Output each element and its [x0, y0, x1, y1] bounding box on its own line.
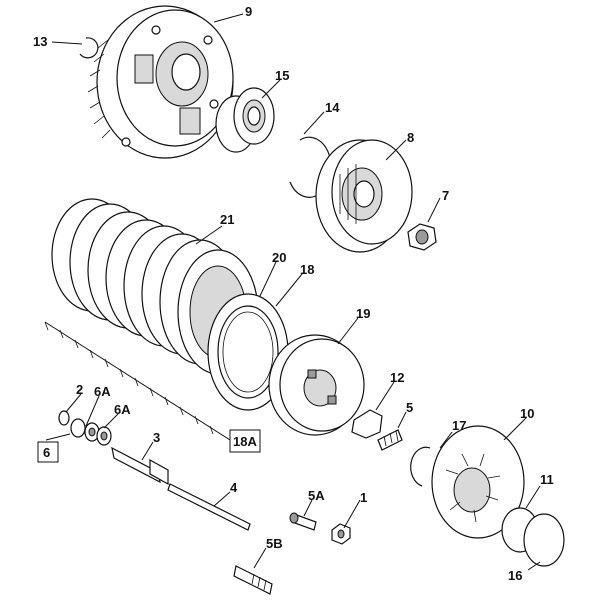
label-11: 11	[540, 472, 554, 487]
label-12: 12	[390, 370, 404, 385]
part-16-ring	[523, 513, 565, 567]
part-labels: 9 13 15 14 8 7 21 20 18 19 12 5 17 10 2 …	[33, 4, 554, 583]
part-7-nut	[407, 223, 437, 251]
label-18: 18	[300, 262, 314, 277]
part-2-6a-washers	[58, 410, 112, 446]
label-6A-2: 6A	[114, 402, 131, 417]
part-8-clutch-hub	[315, 139, 413, 253]
label-6A-1: 6A	[94, 384, 111, 399]
label-8: 8	[407, 130, 414, 145]
part-17-snap-ring	[410, 446, 431, 487]
label-14: 14	[325, 100, 340, 115]
label-2: 2	[76, 382, 83, 397]
label-18A: 18A	[233, 434, 257, 449]
part-3-pushrod-sleeve	[111, 446, 169, 486]
label-19: 19	[356, 306, 370, 321]
part-10-diaphragm-spring	[431, 425, 525, 539]
label-5: 5	[406, 400, 413, 415]
label-1: 1	[360, 490, 367, 505]
label-15: 15	[275, 68, 289, 83]
part-18-20-spring-plate	[207, 293, 289, 411]
part-5b-stud	[233, 565, 273, 595]
label-17: 17	[452, 418, 466, 433]
label-21: 21	[220, 212, 234, 227]
label-13: 13	[33, 34, 47, 49]
label-9: 9	[245, 4, 252, 19]
part-5-adjusting-screw	[377, 429, 403, 451]
label-20: 20	[272, 250, 286, 265]
part-4-pushrod	[167, 483, 251, 531]
leader-lines	[45, 13, 541, 571]
label-5B: 5B	[266, 536, 283, 551]
part-9-clutch-shell	[87, 5, 234, 159]
label-6-box: 6	[37, 441, 59, 463]
part-15-bearing	[215, 87, 275, 153]
bracket-18a	[44, 321, 231, 441]
label-10: 10	[520, 406, 534, 421]
part-13-snap-ring	[79, 37, 99, 59]
label-16: 16	[508, 568, 522, 583]
part-5a-bolt	[289, 512, 317, 531]
label-6: 6	[43, 445, 50, 460]
part-1-nut	[331, 523, 351, 545]
label-7: 7	[442, 188, 449, 203]
label-4: 4	[230, 480, 238, 495]
label-5A: 5A	[308, 488, 325, 503]
label-3: 3	[153, 430, 160, 445]
part-19-pressure-plate	[268, 334, 365, 436]
part-21-plate-stack	[51, 198, 259, 375]
part-12-lifter-plate	[351, 409, 383, 439]
label-18A-box: 18A	[229, 429, 261, 453]
